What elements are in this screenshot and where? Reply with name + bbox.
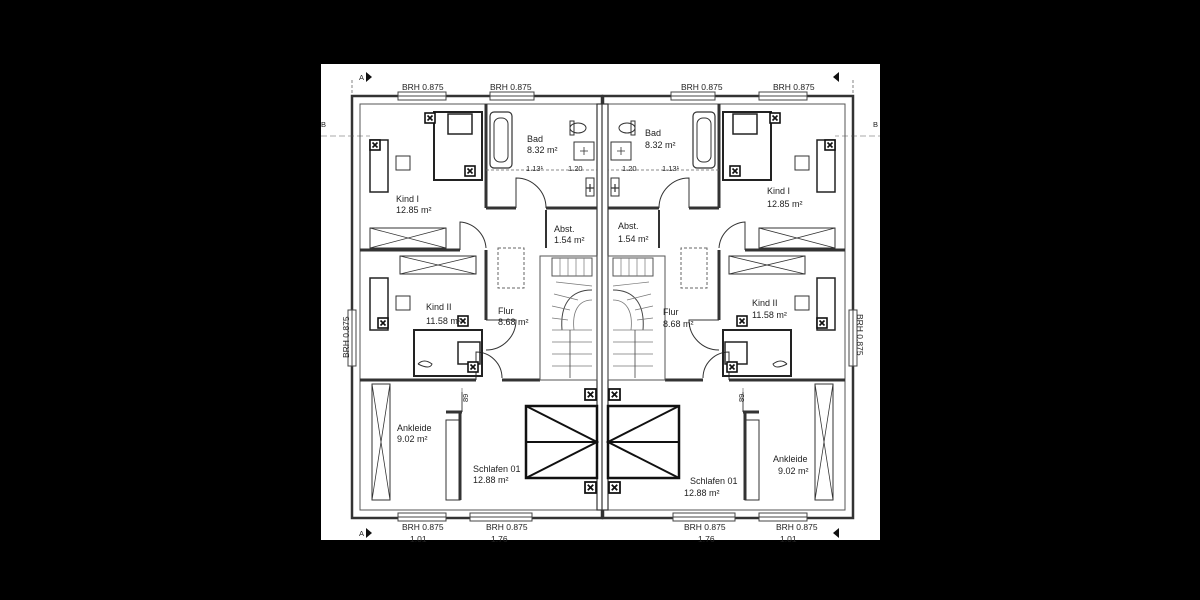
letterbox-left xyxy=(0,0,321,600)
brh-top-4: BRH 0.875 xyxy=(773,82,815,92)
dim-bottom-1: 1.01 xyxy=(410,534,427,544)
brh-top-2: BRH 0.875 xyxy=(490,82,532,92)
room-name-schlafen-left: Schlafen 01 xyxy=(473,464,521,474)
room-name-ankleide-left: Ankleide xyxy=(397,423,432,433)
room-area-flur-right: 8.68 m² xyxy=(663,319,694,329)
room-name-kind2-left: Kind II xyxy=(426,302,452,312)
left-unit xyxy=(321,72,603,538)
room-name-bad-right: Bad xyxy=(645,128,661,138)
dim-bath-b-left: 1.20 xyxy=(568,164,583,173)
section-mark-b-right: B xyxy=(873,120,878,129)
room-area-ankleide-left: 9.02 m² xyxy=(397,434,428,444)
room-name-abst-left: Abst. xyxy=(554,224,575,234)
brh-bottom-3: BRH 0.875 xyxy=(684,522,726,532)
room-name-kind1-left: Kind I xyxy=(396,194,419,204)
room-name-flur-left: Flur xyxy=(498,306,514,316)
door-dim-left: 89 xyxy=(461,394,470,402)
section-mark-a-top: A xyxy=(359,73,364,82)
room-name-schlafen-right: Schlafen 01 xyxy=(690,476,738,486)
room-name-abst-right: Abst. xyxy=(618,221,639,231)
room-name-kind2-right: Kind II xyxy=(752,298,778,308)
room-area-schlafen-left: 12.88 m² xyxy=(473,475,509,485)
brh-bottom-1: BRH 0.875 xyxy=(402,522,444,532)
room-area-kind1-right: 12.85 m² xyxy=(767,199,803,209)
dim-bottom-2: 1.76 xyxy=(491,534,508,544)
brh-left-side: BRH 0.875 xyxy=(341,316,351,358)
dim-bottom-3: 1.76 xyxy=(698,534,715,544)
room-name-bad-left: Bad xyxy=(527,134,543,144)
brh-top-3: BRH 0.875 xyxy=(681,82,723,92)
room-name-flur-right: Flur xyxy=(663,307,679,317)
room-area-abst-right: 1.54 m² xyxy=(618,234,649,244)
room-area-kind2-right: 11.58 m² xyxy=(752,310,787,320)
room-area-flur-left: 8.68 m² xyxy=(498,317,529,327)
room-area-schlafen-right: 12.88 m² xyxy=(684,488,720,498)
dim-bottom-4: 1.01 xyxy=(780,534,797,544)
room-area-kind1-left: 12.85 m² xyxy=(396,205,432,215)
brh-bottom-2: BRH 0.875 xyxy=(486,522,528,532)
door-dim-right: 89 xyxy=(737,394,746,402)
dim-bath-a-left: 1.13¹ xyxy=(526,164,544,173)
letterbox-right xyxy=(880,0,1200,600)
room-name-ankleide-right: Ankleide xyxy=(773,454,808,464)
dim-bath-b-right: 1.20 xyxy=(622,164,637,173)
brh-bottom-4: BRH 0.875 xyxy=(776,522,818,532)
brh-top-1: BRH 0.875 xyxy=(402,82,444,92)
room-area-ankleide-right: 9.02 m² xyxy=(778,466,809,476)
room-area-bad-left: 8.32 m² xyxy=(527,145,558,155)
room-area-abst-left: 1.54 m² xyxy=(554,235,585,245)
dim-bath-a-right: 1.13¹ xyxy=(662,164,680,173)
section-mark-a-bottom: A xyxy=(359,529,364,538)
room-area-bad-right: 8.32 m² xyxy=(645,140,676,150)
brh-right-side: BRH 0.875 xyxy=(855,314,865,356)
room-name-kind1-right: Kind I xyxy=(767,186,790,196)
room-area-kind2-left: 11.58 m² xyxy=(426,316,461,326)
section-mark-b-left: B xyxy=(321,120,326,129)
